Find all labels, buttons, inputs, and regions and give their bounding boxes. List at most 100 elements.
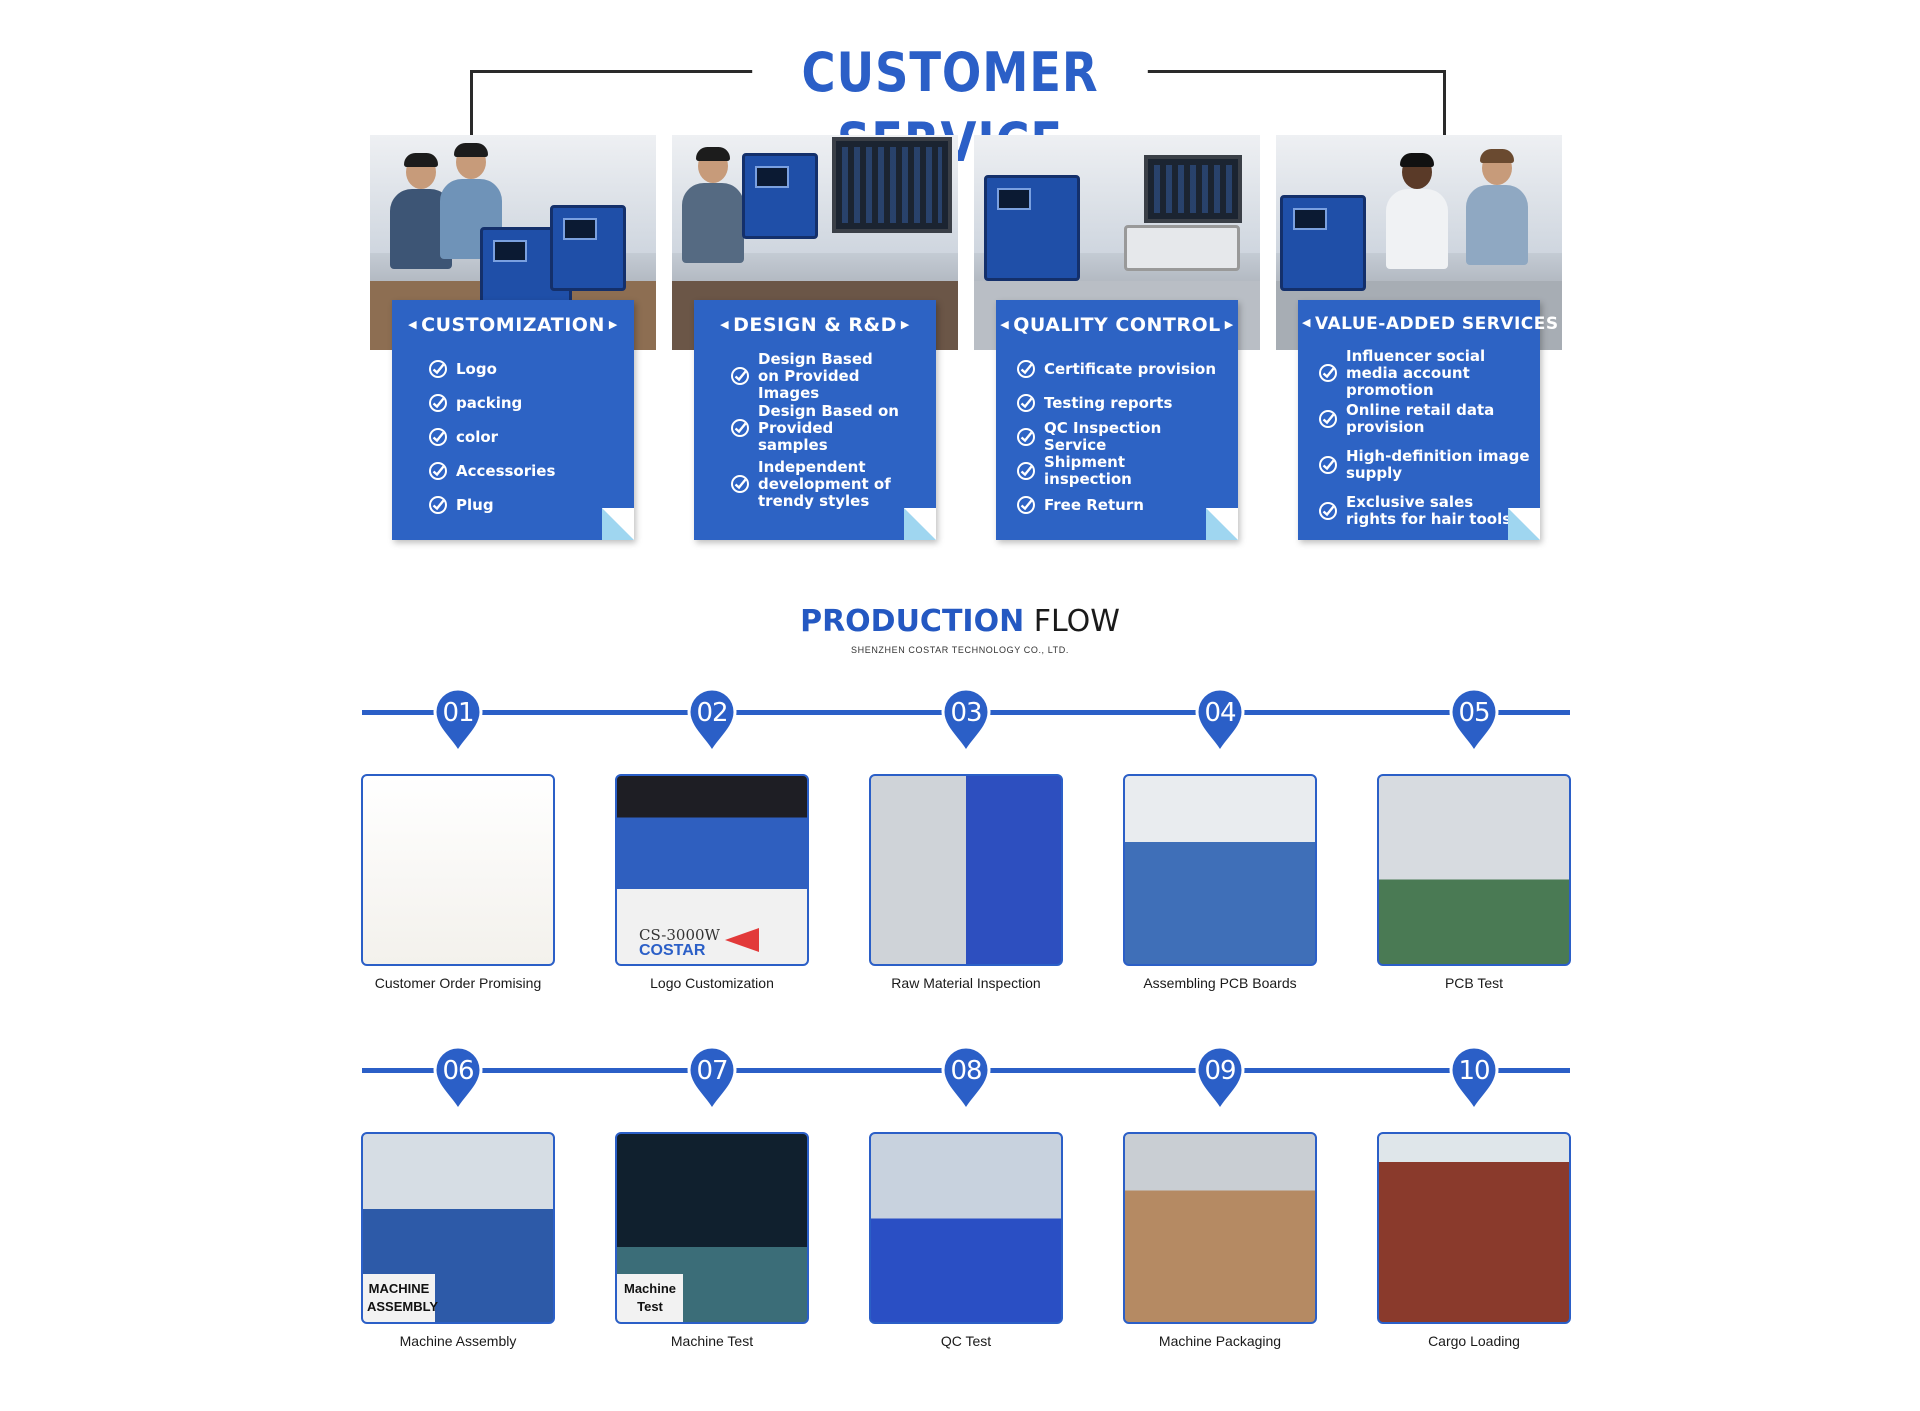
list-item: Independent development of trendy styles <box>730 454 930 514</box>
check-circle-icon <box>731 419 749 437</box>
step-photo <box>1377 774 1571 966</box>
step-caption: Machine Test <box>670 1333 754 1349</box>
quality-panel: ◀QUALITY CONTROL▶ Certificate provision … <box>996 300 1238 540</box>
step-caption: Machine Packaging <box>1158 1333 1282 1349</box>
step-caption: QC Test <box>940 1333 992 1349</box>
check-circle-icon <box>1319 364 1337 382</box>
list-item: Design Based on Provided Images <box>730 350 930 402</box>
step-photo <box>1377 1132 1571 1324</box>
list-item: packing <box>428 386 628 420</box>
check-circle-icon <box>731 475 749 493</box>
panel-title: DESIGN & R&D <box>733 314 897 336</box>
image-text: CS-3000W <box>639 926 720 944</box>
step-photo: MACHINE ASSEMBLY <box>361 1132 555 1324</box>
step-number: 02 <box>696 698 728 728</box>
step-number: 05 <box>1458 698 1490 728</box>
step-number: 03 <box>950 698 982 728</box>
process-step: QC Test <box>869 1132 1063 1349</box>
step-number-pin: 04 <box>1195 688 1245 754</box>
check-circle-icon <box>429 462 447 480</box>
customer-service-title: CUSTOMER SERVICE <box>752 38 1148 174</box>
map-pin-icon <box>1449 1046 1499 1112</box>
process-step: Customer Order Promising <box>361 774 555 991</box>
page-curl-icon <box>1508 508 1540 540</box>
check-circle-icon <box>429 496 447 514</box>
step-number-pin: 09 <box>1195 1046 1245 1112</box>
list-item: Influencer social media account promotio… <box>1318 347 1533 398</box>
step-photo: Machine Test <box>615 1132 809 1324</box>
process-step: PCB Test <box>1377 774 1571 991</box>
step-photo <box>869 774 1063 966</box>
list-item: High-definition image supply <box>1318 442 1533 488</box>
list-item: Testing reports <box>1016 386 1216 420</box>
check-circle-icon <box>1017 394 1035 412</box>
page-curl-icon <box>602 508 634 540</box>
panel-title: QUALITY CONTROL <box>1013 314 1221 336</box>
step-number: 08 <box>950 1056 982 1086</box>
check-circle-icon <box>1319 410 1337 428</box>
brand-text: COSTAR <box>639 942 706 959</box>
list-item: QC Inspection Service <box>1016 420 1216 454</box>
step-caption: PCB Test <box>1444 975 1504 991</box>
map-pin-icon <box>941 1046 991 1112</box>
list-item: Shipment inspection <box>1016 454 1216 488</box>
arrow-icon <box>725 928 759 952</box>
map-pin-icon <box>1449 688 1499 754</box>
check-circle-icon <box>1017 462 1035 480</box>
process-step: Assembling PCB Boards <box>1123 774 1317 991</box>
list-item: color <box>428 420 628 454</box>
process-step: Cargo Loading <box>1377 1132 1571 1349</box>
step-caption: Raw Material Inspection <box>891 975 1041 991</box>
step-caption: Logo Customization <box>650 975 774 991</box>
customization-panel: ◀CUSTOMIZATION▶ Logo packing color Acces… <box>392 300 634 540</box>
panel-title: CUSTOMIZATION <box>421 314 605 336</box>
step-number: 06 <box>442 1056 474 1086</box>
step-number-pin: 06 <box>433 1046 483 1112</box>
list-item: Plug <box>428 488 628 522</box>
step-number-pin: 08 <box>941 1046 991 1112</box>
check-circle-icon <box>731 367 749 385</box>
step-number-pin: 02 <box>687 688 737 754</box>
check-circle-icon <box>1319 456 1337 474</box>
step-caption: Machine Assembly <box>399 1333 517 1349</box>
step-caption: Customer Order Promising <box>374 975 542 991</box>
step-caption: Cargo Loading <box>1428 1333 1520 1349</box>
step-number-pin: 05 <box>1449 688 1499 754</box>
production-flow-title: PRODUCTION FLOW <box>800 604 1120 639</box>
list-item: Exclusive sales rights for hair tools <box>1318 488 1533 534</box>
service-card-customization: ◀CUSTOMIZATION▶ Logo packing color Acces… <box>370 135 656 545</box>
list-item: Online retail data provision <box>1318 396 1533 442</box>
panel-title: VALUE-ADDED SERVICES <box>1314 314 1559 334</box>
list-item: Logo <box>428 352 628 386</box>
step-number-pin: 07 <box>687 1046 737 1112</box>
list-item: Certificate provision <box>1016 352 1216 386</box>
step-number: 01 <box>442 698 474 728</box>
step-number-pin: 03 <box>941 688 991 754</box>
company-subtitle: SHENZHEN COSTAR TECHNOLOGY CO., LTD. <box>851 645 1069 655</box>
image-text: Machine Test <box>617 1274 683 1322</box>
map-pin-icon <box>433 1046 483 1112</box>
map-pin-icon <box>433 688 483 754</box>
image-text: MACHINE ASSEMBLY <box>363 1274 438 1322</box>
page-curl-icon <box>1206 508 1238 540</box>
step-photo <box>361 774 555 966</box>
service-card-value-added: ◀VALUE-ADDED SERVICES▶ Influencer social… <box>1276 135 1571 545</box>
check-circle-icon <box>429 394 447 412</box>
step-number: 07 <box>696 1056 728 1086</box>
step-number-pin: 10 <box>1449 1046 1499 1112</box>
service-card-quality: ◀QUALITY CONTROL▶ Certificate provision … <box>974 135 1260 545</box>
process-step: MACHINE ASSEMBLY Machine Assembly <box>361 1132 555 1349</box>
step-number: 09 <box>1204 1056 1236 1086</box>
service-card-design: ◀DESIGN & R&D▶ Design Based on Provided … <box>672 135 958 545</box>
step-number-pin: 01 <box>433 688 483 754</box>
customization-photo <box>370 135 656 350</box>
map-pin-icon <box>1195 1046 1245 1112</box>
step-photo <box>1123 774 1317 966</box>
check-circle-icon <box>1319 502 1337 520</box>
design-panel: ◀DESIGN & R&D▶ Design Based on Provided … <box>694 300 936 540</box>
step-number: 10 <box>1458 1056 1490 1086</box>
list-item: Free Return <box>1016 488 1216 522</box>
